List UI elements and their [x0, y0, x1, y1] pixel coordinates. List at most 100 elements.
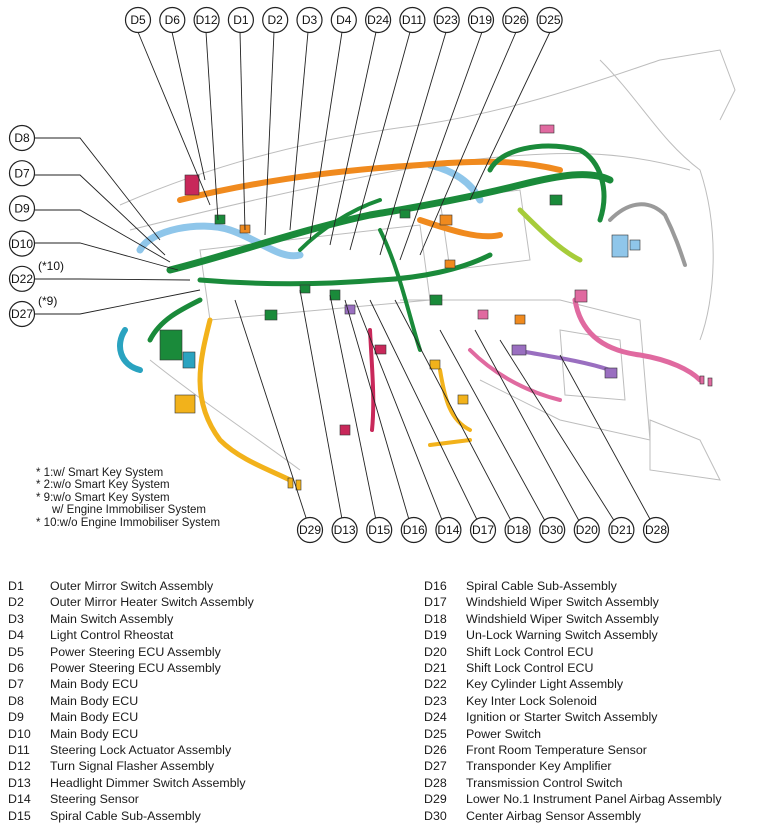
legend-code: D27 [424, 759, 447, 774]
connector [429, 294, 443, 306]
pink-harness [468, 348, 562, 402]
leader-lines [35, 31, 657, 531]
legend-code: D21 [424, 661, 447, 676]
main-harness [166, 171, 614, 274]
connector [439, 214, 453, 226]
connector [511, 344, 527, 356]
legend-code: D14 [8, 792, 31, 807]
callout-d23: D23 [433, 6, 460, 34]
legend-name: Center Airbag Sensor Assembly [466, 808, 641, 823]
legend-name: Lower No.1 Instrument Panel Airbag Assem… [466, 792, 722, 807]
connector [707, 377, 713, 387]
connector [159, 329, 183, 361]
callout-label: D23 [436, 13, 458, 27]
callout-d4: D4 [330, 6, 357, 34]
callout-d2: D2 [262, 6, 289, 34]
callout-label: D26 [504, 13, 526, 27]
blue-harness [136, 222, 304, 260]
callout-d16: D16 [400, 516, 427, 544]
callout-label: D30 [541, 523, 563, 537]
callout-d19: D19 [467, 6, 495, 34]
callout-d30: D30 [539, 516, 566, 544]
teal-harness [117, 327, 143, 373]
callout-label: D17 [472, 523, 494, 537]
callout-label: D20 [576, 523, 598, 537]
callout-d7: D7 [8, 160, 36, 187]
legend-name: Main Switch Assembly [50, 611, 174, 626]
legend-code: D8 [8, 693, 24, 708]
footnote-line: * 10:w/o Engine Immobiliser System [36, 516, 221, 529]
legend-code: D30 [424, 808, 447, 823]
main-harness [378, 228, 422, 352]
footnote-line: * 1:w/ Smart Key System [36, 467, 164, 479]
callout-label: D28 [645, 523, 667, 537]
legend-code: D17 [424, 595, 447, 610]
legend-name: Main Body ECU [50, 693, 139, 708]
legend-code: D19 [424, 628, 447, 643]
callout-d15: D15 [366, 516, 393, 544]
callout-d21: D21(*1) [608, 516, 635, 544]
callout-label: D13 [334, 523, 356, 537]
callout-label: D16 [403, 523, 425, 537]
callout-label: D11 [402, 13, 423, 27]
legend-name: Power Steering ECU Assembly [50, 661, 221, 676]
yellow-harness [428, 438, 472, 447]
legend-row: D1 Outer Mirror Switch Assembly [8, 578, 254, 594]
legend-code: D24 [424, 710, 447, 725]
lime-harness [517, 207, 583, 263]
connector [299, 284, 311, 294]
legend-code: D1 [8, 579, 24, 593]
legend-code: D20 [424, 644, 447, 659]
callout-d8: D8 [8, 124, 36, 152]
legend-name: Windshield Wiper Switch Assembly [466, 595, 659, 610]
connector [457, 394, 469, 405]
connector [214, 214, 226, 225]
legend-name: Transponder Key Amplifier [466, 759, 612, 774]
callout-d6: D6 [159, 6, 186, 34]
legend-code: D15 [8, 808, 31, 823]
callout-label: D27 [11, 307, 33, 321]
legend-name: Turn Signal Flasher Assembly [50, 759, 215, 774]
callout-label: D25 [539, 13, 561, 27]
yellow-harness [438, 368, 472, 432]
legend-code: D25 [424, 726, 447, 741]
connector [174, 394, 196, 414]
legend-code: D4 [8, 628, 24, 643]
connector [329, 289, 341, 301]
callout-label: D29 [299, 523, 321, 537]
legend-code: D9 [8, 710, 24, 725]
legend-row: D8 Main Body ECU [8, 693, 254, 709]
main-harness [487, 143, 607, 223]
legend-code: D28 [424, 775, 447, 790]
connector [604, 367, 618, 379]
yellow-harness [197, 317, 293, 483]
legend-name: Key Cylinder Light Assembly [466, 677, 624, 692]
callout-label: D3 [302, 13, 318, 27]
callout-d26: D26 [502, 6, 529, 34]
connector [264, 309, 278, 321]
connector [629, 239, 641, 251]
footnotes: * 1:w/ Smart Key System* 2:w/o Smart Key… [36, 467, 220, 529]
main-harness [298, 198, 382, 252]
callout-note: (*10) [38, 259, 64, 273]
legend-code: D26 [424, 743, 447, 758]
legend-name: Outer Mirror Switch Assembly [50, 579, 214, 593]
callout-label: D9 [14, 202, 30, 216]
connector [339, 424, 351, 436]
